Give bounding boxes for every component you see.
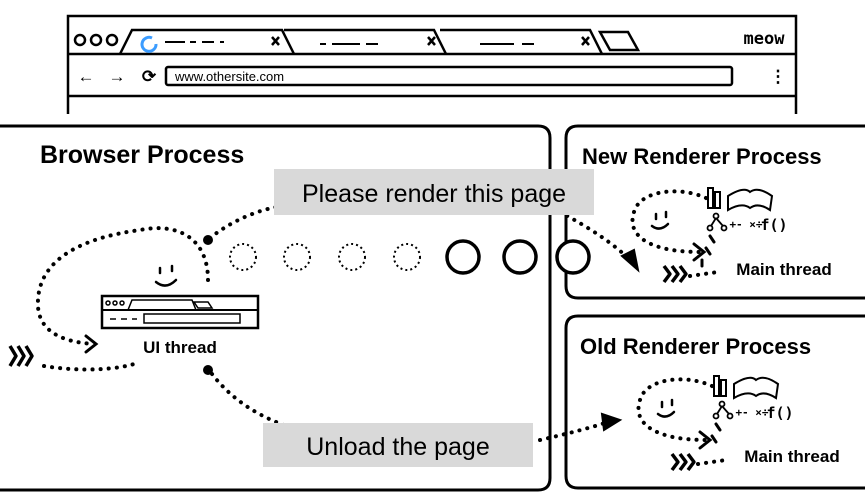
reload-icon[interactable]: ⟳ xyxy=(142,67,157,86)
face-eyes-icon xyxy=(660,398,674,409)
book-icon xyxy=(727,188,774,212)
render-message-label: Please render this page xyxy=(274,169,594,215)
back-arrow-icon[interactable]: ← xyxy=(78,67,95,86)
pending-step-circle xyxy=(283,243,311,271)
address-bar[interactable] xyxy=(164,65,734,87)
window-maximize-icon[interactable] xyxy=(105,33,119,47)
new-renderer-thread-label: Main thread xyxy=(736,260,831,279)
face-smile-icon xyxy=(650,222,670,230)
window-close-icon[interactable] xyxy=(73,33,87,47)
tab-close-icon[interactable] xyxy=(271,36,280,46)
new-renderer-thread-figure: +- ×÷ f() Main thread xyxy=(630,187,832,284)
tree-diagram-icon xyxy=(706,212,728,232)
chevrons-icon xyxy=(8,345,34,367)
unload-message-text: Unload the page xyxy=(306,433,489,461)
navigation-progress-circles xyxy=(229,239,591,275)
address-bar-url: www.othersite.com xyxy=(174,69,284,84)
chevrons-icon xyxy=(670,452,696,472)
browser-process-box: Browser Process xyxy=(0,124,552,492)
chevrons-icon xyxy=(662,264,688,284)
pending-step-circle xyxy=(229,243,257,271)
pending-step-circle xyxy=(338,243,366,271)
old-renderer-thread-figure: +- ×÷ f() Main thread xyxy=(636,375,840,472)
active-step-circle xyxy=(445,239,481,275)
function-symbol-icon: f() xyxy=(766,404,793,422)
window-minimize-icon[interactable] xyxy=(89,33,103,47)
render-message-text: Please render this page xyxy=(302,180,566,208)
tree-diagram-icon xyxy=(712,400,734,420)
browser-process-title: Browser Process xyxy=(40,141,244,169)
active-step-circle xyxy=(555,239,591,275)
browser-brand: meow xyxy=(744,29,786,49)
new-renderer-process-title: New Renderer Process xyxy=(582,144,822,169)
math-symbols-icon: +- ×÷ xyxy=(735,406,768,419)
new-tab-button[interactable] xyxy=(597,30,641,52)
pencils-icon xyxy=(707,187,721,209)
pending-step-circle xyxy=(393,243,421,271)
face-smile-icon xyxy=(656,410,676,418)
ui-thread-label: UI thread xyxy=(143,338,217,357)
unload-message-label: Unload the page xyxy=(263,423,533,467)
menu-icon[interactable]: ⋮ xyxy=(770,67,787,86)
old-renderer-thread-label: Main thread xyxy=(744,447,839,466)
browser-tab[interactable] xyxy=(284,28,448,55)
pencils-icon xyxy=(713,375,727,397)
face-eyes-icon xyxy=(158,264,174,275)
forward-arrow-icon[interactable]: → xyxy=(109,67,126,86)
face-smile-icon xyxy=(154,278,178,287)
browser-tab[interactable] xyxy=(440,28,604,55)
mini-browser-icon xyxy=(100,294,260,330)
book-icon xyxy=(733,376,780,400)
face-eyes-icon xyxy=(654,210,668,221)
ui-thread-figure: UI thread xyxy=(8,226,260,372)
old-renderer-process-box: Old Renderer Process xyxy=(564,314,865,490)
math-symbols-icon: +- ×÷ xyxy=(729,218,762,231)
browser-tab-active[interactable] xyxy=(118,28,296,55)
function-symbol-icon: f() xyxy=(760,216,787,234)
tab-close-icon[interactable] xyxy=(581,36,590,46)
active-step-circle xyxy=(502,239,538,275)
tab-close-icon[interactable] xyxy=(427,36,436,46)
loading-spinner-icon xyxy=(140,35,158,53)
unload-request-arrow xyxy=(203,365,623,442)
old-renderer-process-title: Old Renderer Process xyxy=(580,334,811,359)
browser-window: meow ← → ⟳ www.othersite.com ⋮ xyxy=(66,14,798,114)
